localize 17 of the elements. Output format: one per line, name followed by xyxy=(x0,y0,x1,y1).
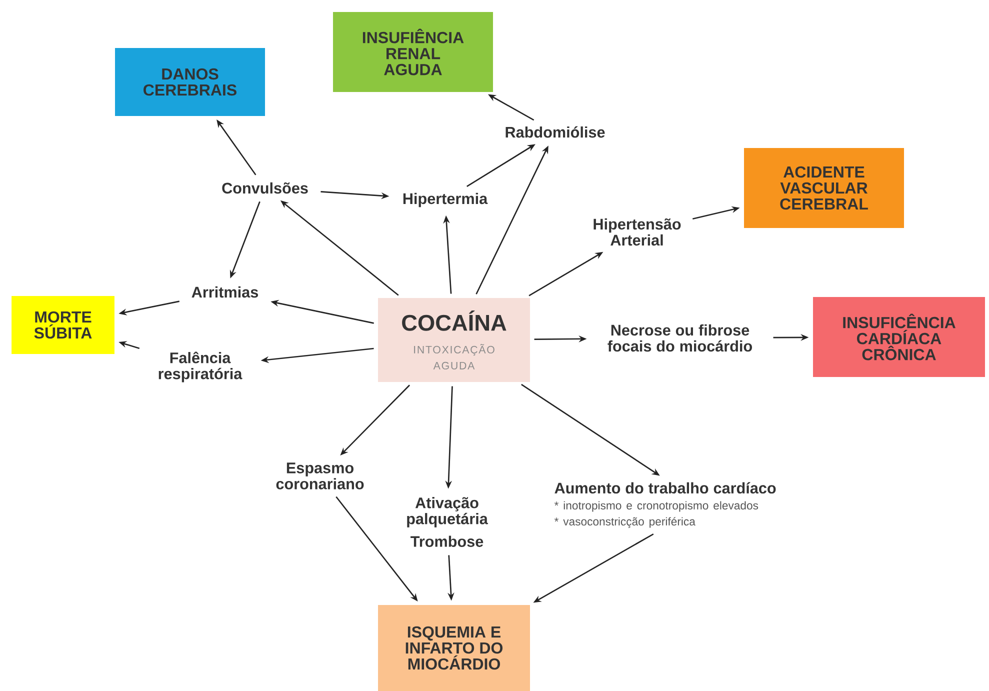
effect-label: Arritmias xyxy=(192,286,258,298)
effect-label: Convulsões xyxy=(222,182,308,194)
outcome-box: ISQUEMIA E INFARTO DO MIOCÁRDIO xyxy=(378,605,530,691)
effect-label: Espasmo coronariano xyxy=(276,462,364,490)
cause-box: COCAÍNA INTOXICAÇÃO AGUDA xyxy=(378,298,530,382)
outcome-box: MORTE SÚBITA xyxy=(12,296,114,354)
outcome-box: ACIDENTE VASCULAR CEREBRAL xyxy=(744,148,904,228)
effect-label: Falência respiratória xyxy=(158,352,242,382)
effect-label: Aumento do trabalho cardíaco * inotropismo e cronotropismo elevados * vasoconstricção periférica xyxy=(554,482,776,528)
effect-label: Rabdomiólise xyxy=(506,126,605,138)
effect-label: Hipertermia xyxy=(403,192,488,208)
outcome-box: INSUFIÊNCIA RENAL AGUDA xyxy=(333,12,493,92)
effect-label: Necrose ou fibrose focais do miocárdio xyxy=(608,324,752,352)
outcome-box: INSUFICÊNCIA CARDÍACA CRÔNICA xyxy=(813,297,985,377)
effect-label: Hipertensão Arterial xyxy=(594,218,681,246)
outcome-box: DANOS CEREBRAIS xyxy=(115,48,265,116)
effect-label: Ativação palquetária Trombose xyxy=(407,497,488,547)
